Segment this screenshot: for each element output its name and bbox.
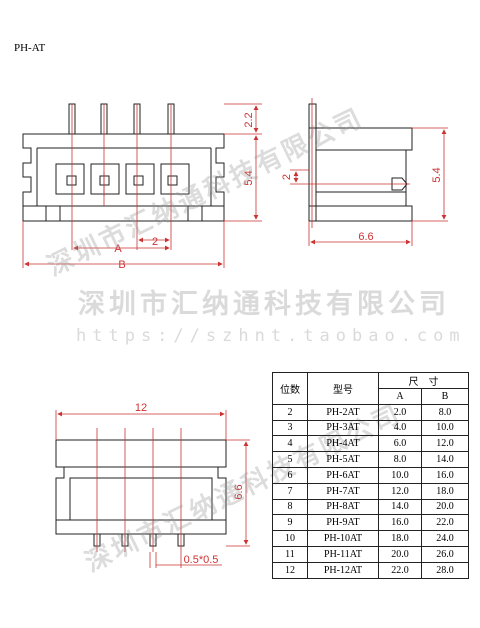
table-cell-b: 28.0 [421,561,469,579]
table-cell-a: 14.0 [378,498,422,516]
table-cell-b: 10.0 [421,419,469,437]
table-cell-a: 12.0 [378,482,422,500]
table-cell-b: 12.0 [421,435,469,453]
side-height-label: 5.4 [431,167,443,182]
table-cell-model: PH-5AT [307,451,379,468]
bottom-view-dimensions: 12 6.6 0.5*0.5 [135,402,245,566]
table-cell-model: PH-10AT [307,530,379,547]
table-cell-a: 10.0 [378,466,422,484]
bottom-pin-stubs [93,533,185,547]
table-cell-a: 4.0 [378,419,422,437]
table-cell-model: PH-11AT [307,545,379,563]
header-b: B [421,388,469,405]
table-cell-a: 22.0 [378,561,422,579]
table-cell-b: 16.0 [421,466,469,484]
table-cell-pos: 5 [272,451,308,468]
table-cell-a: 2.0 [378,403,422,421]
table-cell-pos: 4 [272,435,308,453]
table-cell-a: 20.0 [378,545,422,563]
dim-pin-height-label: 2.2 [243,112,255,127]
table-cell-model: PH-7AT [307,482,379,500]
side-width-label: 6.6 [358,231,373,243]
side-view-dimensions: 6.6 5.4 2 [281,167,443,243]
header-size: 尺 寸 [378,372,469,389]
table-cell-a: 8.0 [378,451,422,468]
table-cell-a: 16.0 [378,514,422,532]
table-cell-b: 22.0 [421,514,469,532]
table-cell-pos: 3 [272,419,308,437]
table-cell-b: 18.0 [421,482,469,500]
table-cell-b: 8.0 [421,403,469,421]
dim-b-label: B [118,259,125,271]
table-cell-pos: 7 [272,482,308,500]
side-2-label: 2 [281,174,293,180]
table-cell-b: 24.0 [421,530,469,547]
drawing-title: PH-AT [14,42,46,54]
table-cell-a: 18.0 [378,530,422,547]
table-cell-model: PH-6AT [307,466,379,484]
dim-a-label: A [114,243,122,255]
table-cell-model: PH-3AT [307,419,379,437]
header-a: A [378,388,422,405]
front-view-dimensions: A B 2 2.2 5.4 [114,112,255,271]
table-cell-model: PH-8AT [307,498,379,516]
bottom-view [55,410,250,568]
side-view [290,98,448,246]
table-cell-pos: 9 [272,514,308,532]
table-cell-pos: 11 [272,545,308,563]
dim-body-height-label: 5.4 [243,170,255,185]
bottom-height-label: 6.6 [233,484,245,499]
table-cell-model: PH-4AT [307,435,379,453]
table-cell-pos: 2 [272,403,308,421]
header-positions: 位数 [272,372,308,405]
front-view [22,103,262,268]
table-cell-b: 26.0 [421,545,469,563]
table-cell-model: PH-9AT [307,514,379,532]
table-cell-b: 20.0 [421,498,469,516]
table-cell-pos: 12 [272,561,308,579]
bottom-pin-label: 0.5*0.5 [184,554,219,566]
table-cell-pos: 10 [272,530,308,547]
table-cell-model: PH-12AT [307,561,379,579]
header-model: 型号 [307,372,379,405]
front-pins [68,103,175,135]
bottom-width-label: 12 [135,402,147,414]
table-cell-model: PH-2AT [307,403,379,421]
table-cell-b: 14.0 [421,451,469,468]
table-cell-a: 6.0 [378,435,422,453]
dim-pitch-label: 2 [152,236,158,248]
table-cell-pos: 8 [272,498,308,516]
table-cell-pos: 6 [272,466,308,484]
